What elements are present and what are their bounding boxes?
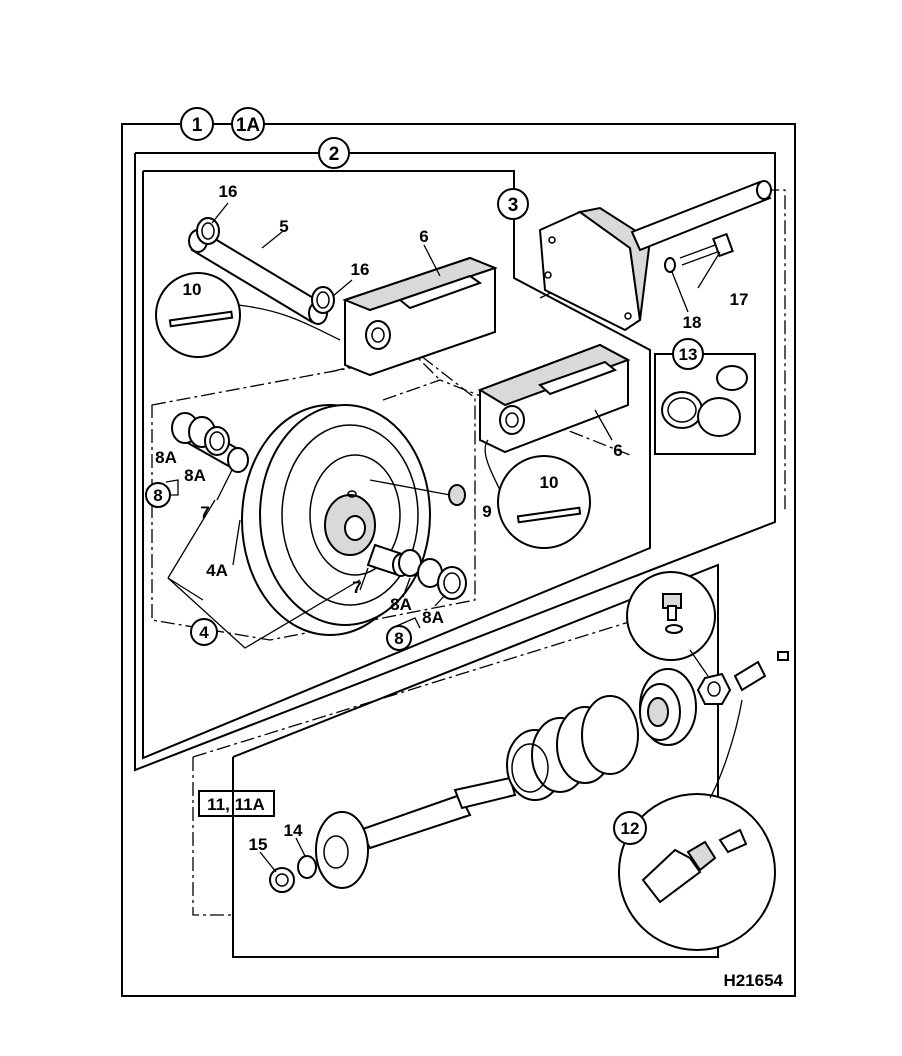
label-8A-right-2: 8A <box>422 608 444 627</box>
leader-lines-idler <box>165 202 721 649</box>
label-6-lower: 6 <box>613 441 622 460</box>
detail-12-grease-fitting <box>618 699 776 951</box>
seal-ring-16-right <box>311 286 335 314</box>
label-17: 17 <box>730 290 749 309</box>
callout-3-circle <box>497 188 529 220</box>
o-ring-14 <box>297 855 317 879</box>
callout-1A-circle <box>231 107 265 141</box>
callout-4-circle <box>190 618 218 646</box>
label-8A-left-1: 8A <box>155 448 177 467</box>
label-9: 9 <box>482 502 491 521</box>
kit-13-rings <box>661 365 748 437</box>
cylinder-rod-11 <box>315 776 517 889</box>
seal-8A-left <box>171 412 230 456</box>
label-16-top: 16 <box>219 182 238 201</box>
recoil-spring <box>506 695 639 801</box>
kit-13-box <box>654 353 756 455</box>
callout-13-circle <box>672 338 704 370</box>
idler-dashed-plane <box>151 354 476 641</box>
callout-4-text: 4 <box>199 623 209 642</box>
label-11-box <box>198 790 275 817</box>
washer-18 <box>664 257 676 273</box>
seal-8A-right <box>398 549 467 600</box>
label-4A: 4A <box>206 561 228 580</box>
label-7-right: 7 <box>352 578 361 597</box>
label-10-upper: 10 <box>183 280 202 299</box>
callout-12-text: 12 <box>621 819 640 838</box>
label-7-left: 7 <box>200 503 209 522</box>
label-10-lower: 10 <box>540 473 559 492</box>
spring-cap <box>639 668 697 746</box>
callout-13-text: 13 <box>679 345 698 364</box>
seal-15 <box>269 867 295 893</box>
label-14: 14 <box>284 821 303 840</box>
bolt-17 <box>679 232 734 266</box>
callout-1A-text: 1A <box>236 115 261 136</box>
label-8A-left-2: 8A <box>184 466 206 485</box>
plug-9 <box>369 479 466 506</box>
label-18: 18 <box>683 313 702 332</box>
leader-lines-cylinder <box>259 837 306 873</box>
label-6-upper: 6 <box>419 227 428 246</box>
figure-id: H21654 <box>723 971 783 990</box>
label-15: 15 <box>249 835 268 854</box>
label-16-right: 16 <box>351 260 370 279</box>
callout-8-right-text: 8 <box>394 629 403 648</box>
callout-8-left-circle <box>145 482 171 508</box>
callout-1-circle <box>180 107 214 141</box>
frame-recoil-dashed <box>192 757 233 916</box>
frame-bracket-group-dashed <box>539 189 786 510</box>
frame-assembly-1 <box>121 123 796 997</box>
label-8A-right-1: 8A <box>390 595 412 614</box>
frame-recoil-dashed-2 <box>192 599 701 758</box>
frame-assembly-2 <box>134 152 776 772</box>
bracket-block-3 <box>538 206 652 332</box>
callout-1-text: 1 <box>192 115 203 136</box>
frame-idler-group <box>142 170 651 760</box>
callout-2-circle <box>318 137 350 169</box>
callout-8-right-circle <box>386 625 412 651</box>
nut-and-fitting <box>696 651 789 705</box>
callout-2-text: 2 <box>329 144 340 165</box>
shaft-bracket <box>630 180 772 252</box>
label-5: 5 <box>279 217 288 236</box>
detail-10-lower <box>484 439 591 549</box>
detail-10-upper <box>155 272 341 358</box>
yoke-6-lower <box>477 343 631 454</box>
detail-bolt <box>626 571 716 677</box>
callout-3-text: 3 <box>508 195 519 216</box>
yoke-6-upper <box>342 256 498 377</box>
seal-ring-16-top <box>196 217 220 245</box>
frame-cylinder-group <box>232 563 719 958</box>
yoke-dashed-plane <box>382 379 631 456</box>
label-11-11A: 11, 11A <box>207 795 265 814</box>
callout-8-left-text: 8 <box>153 486 162 505</box>
callout-12-circle <box>613 811 647 845</box>
